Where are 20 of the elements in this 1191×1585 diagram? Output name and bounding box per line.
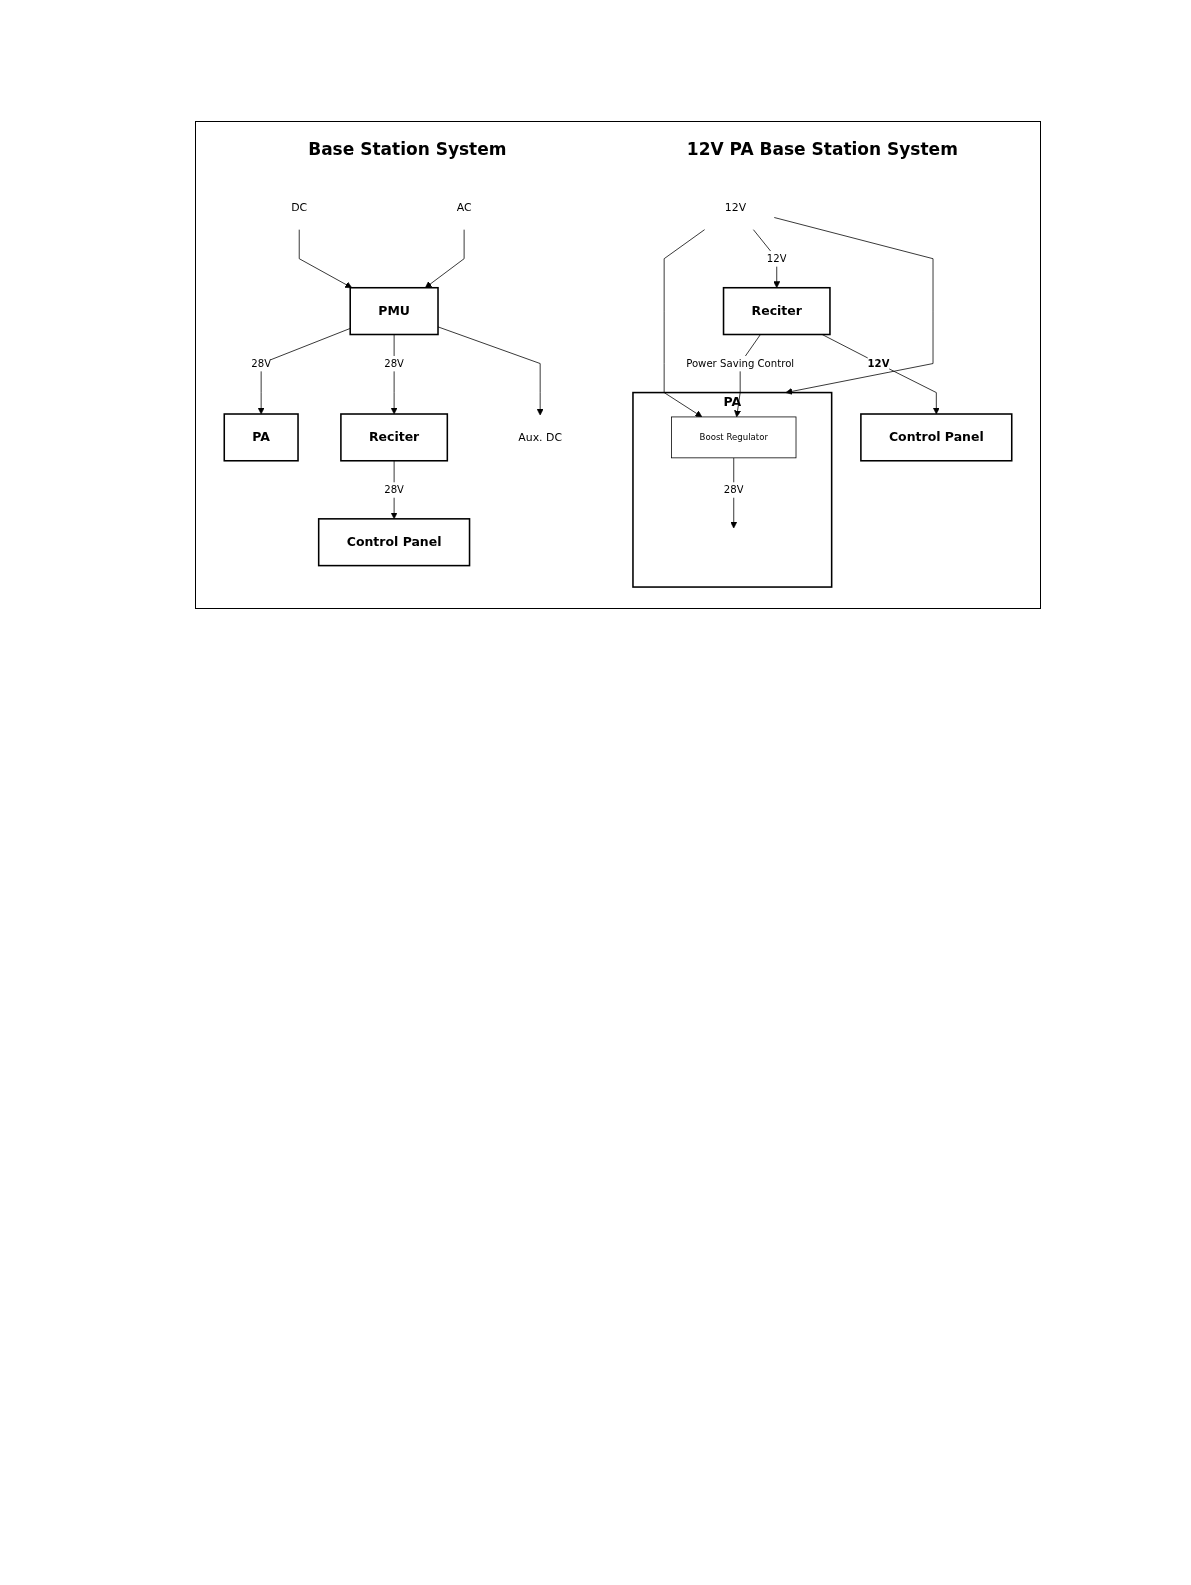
node-box: Control Panel [317,518,471,567]
node-text: 12V [724,200,747,214]
edge-label: 28V [723,483,744,496]
node-text: AC [456,200,472,214]
edge-label: Power Saving Control [686,357,795,370]
node-box: Control Panel [860,413,1013,462]
edge-label: 28V [384,357,405,370]
node-box: PMU [349,286,439,336]
edge-label: 28V [384,483,405,496]
node-box: Reciter [340,413,449,462]
node-box: Boost Regulator [671,416,797,459]
section-heading: 12V PA Base Station System [686,139,958,159]
edge-label: 12V [867,357,890,370]
node-box: PA [223,413,299,462]
edge-label: 12V [766,252,787,265]
node-text: DC [291,200,308,214]
node-text: Aux. DC [518,430,563,444]
section-heading: Base Station System [308,139,507,159]
edge-label: 28V [251,357,272,370]
node-box: Reciter [722,286,831,336]
